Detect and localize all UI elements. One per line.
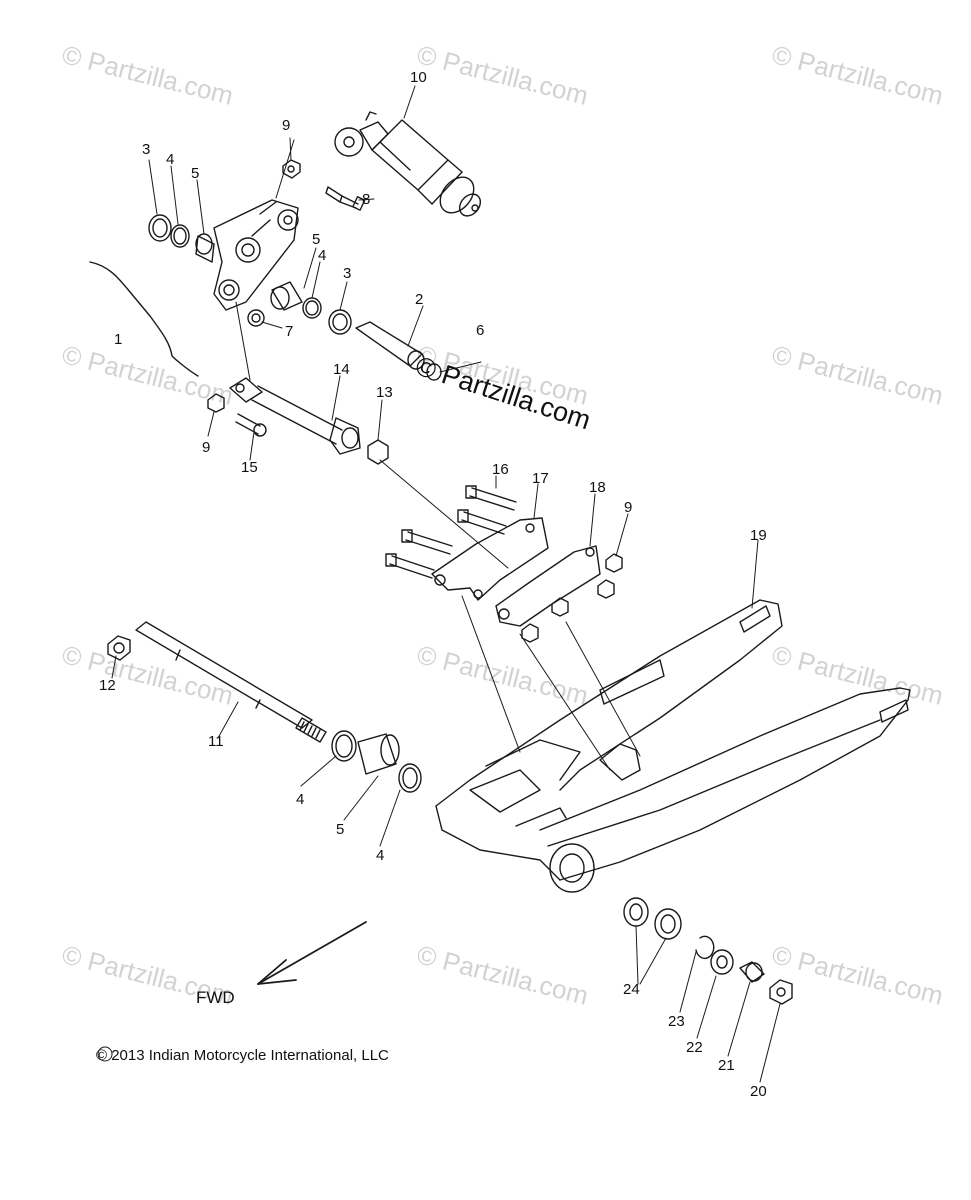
nut bbox=[282, 159, 301, 179]
mount-bracket bbox=[431, 517, 549, 601]
callout-label: 9 bbox=[282, 117, 291, 134]
linkage-rocker bbox=[213, 199, 299, 311]
callout-label: 20 bbox=[750, 1083, 767, 1100]
circlip bbox=[695, 935, 715, 960]
copyright-symbol bbox=[97, 1046, 113, 1062]
swingarm bbox=[435, 599, 911, 893]
bearings bbox=[623, 897, 682, 940]
callout-label: 5 bbox=[191, 165, 200, 182]
callout-label: 6 bbox=[476, 322, 485, 339]
callout-label: 22 bbox=[686, 1039, 703, 1056]
callout-label: 2 bbox=[415, 291, 424, 308]
callout-label: 5 bbox=[312, 231, 321, 248]
small-bushing bbox=[247, 309, 265, 327]
washer bbox=[710, 949, 734, 975]
pivot-shaft bbox=[135, 621, 327, 743]
callout-label: 21 bbox=[718, 1057, 735, 1074]
callout-label: 7 bbox=[285, 323, 294, 340]
callout-label: 15 bbox=[241, 459, 258, 476]
group-bracket bbox=[89, 261, 199, 377]
callout-label: 9 bbox=[624, 499, 633, 516]
callout-label: 9 bbox=[202, 439, 211, 456]
callout-label: 12 bbox=[99, 677, 116, 694]
callout-label: 10 bbox=[410, 69, 427, 86]
spacer bbox=[739, 961, 765, 983]
callout-label: 17 bbox=[532, 470, 549, 487]
axle-nut bbox=[107, 635, 131, 661]
callout-label: 1 bbox=[114, 331, 123, 348]
nut bbox=[207, 393, 225, 413]
callout-label: 14 bbox=[333, 361, 350, 378]
pivot-bushing-set bbox=[331, 730, 422, 793]
callout-label: 13 bbox=[376, 384, 393, 401]
sleeve-pin bbox=[355, 321, 425, 370]
callout-label: 8 bbox=[362, 191, 371, 208]
bushing-stack-left bbox=[148, 214, 215, 263]
callout-label: 4 bbox=[376, 847, 385, 864]
callout-label: 11 bbox=[208, 733, 224, 750]
bolt bbox=[235, 413, 267, 437]
callout-label: 3 bbox=[343, 265, 352, 282]
callout-label: 19 bbox=[750, 527, 767, 544]
callout-label: 23 bbox=[668, 1013, 685, 1030]
forward-arrow bbox=[257, 921, 367, 985]
nut bbox=[367, 439, 389, 465]
bushing-stack-right bbox=[270, 281, 352, 335]
callout-label: 18 bbox=[589, 479, 606, 496]
callout-label: 4 bbox=[296, 791, 305, 808]
callout-label: 16 bbox=[492, 461, 509, 478]
nut bbox=[769, 979, 793, 1005]
rear-shock bbox=[334, 111, 482, 217]
callout-label: 4 bbox=[318, 247, 327, 264]
mount-bracket bbox=[495, 545, 601, 627]
callout-label: 4 bbox=[166, 151, 175, 168]
mount-bolts bbox=[385, 485, 517, 579]
copyright-text: © 2013 Indian Motorcycle International, … bbox=[96, 1047, 389, 1064]
bracket-nuts bbox=[521, 553, 623, 643]
leader-lines bbox=[111, 85, 781, 1083]
callout-label: 24 bbox=[623, 981, 640, 998]
callout-label: 5 bbox=[336, 821, 345, 838]
forward-label: FWD bbox=[196, 988, 235, 1007]
shock-bolt bbox=[325, 186, 366, 211]
pull-rod bbox=[229, 377, 361, 455]
callout-label: 3 bbox=[142, 141, 151, 158]
